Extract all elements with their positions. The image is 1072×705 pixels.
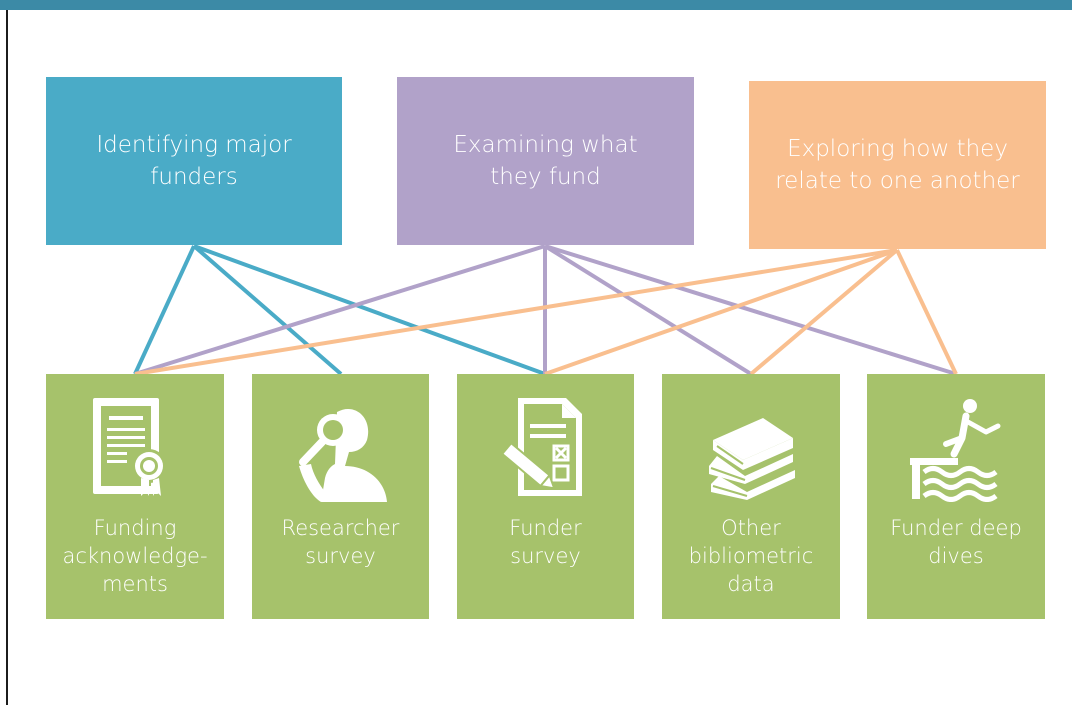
left-border [6,10,8,705]
objective-label: Identifying major funders [96,132,292,190]
connector-line-what-they-fund-to-other-bibliometric-data [543,244,753,376]
objective-identifying-major-funders: Identifying major funders [46,77,342,245]
objective-exploring-how-they-relate: Exploring how they relate to one another [749,81,1046,249]
source-label: Other bibliometric data [688,516,814,596]
source-researcher-survey: Researcher survey [252,374,429,619]
certificate-icon [93,398,166,496]
source-funding-acknowledgements: Funding acknowledge- ments [46,374,224,619]
diver-icon [910,399,1001,502]
objective-examining-what-they-fund: Examining what they fund [397,77,694,245]
connector-line-how-they-relate-to-funder-deep-dives [895,249,958,375]
connector-line-how-they-relate-to-funding-acknowledgements [134,248,898,376]
source-label: Researcher survey [281,516,400,568]
connector-line-what-they-fund-to-funder-deep-dives [544,244,957,376]
objective-label: Examining what they fund [453,132,638,190]
books-icon [709,418,795,500]
source-label: Funder deep dives [890,516,1022,568]
researcher-magnifier-icon [298,408,387,502]
source-other-bibliometric-data: Other bibliometric data [662,374,840,619]
source-funder-deep-dives: Funder deep dives [867,374,1045,619]
source-label: Funder survey [509,516,582,568]
connector-line-how-they-relate-to-other-bibliometric-data [749,248,899,376]
connector-line-how-they-relate-to-funder-survey [544,248,898,376]
connector-line-major-funders-to-funding-acknowledgements [133,245,196,375]
source-funder-survey: Funder survey [457,374,634,619]
survey-form-pencil-icon [500,398,582,496]
connector-line-what-they-fund-to-funding-acknowledgements [134,244,546,376]
connector-line-major-funders-to-funder-survey [193,244,546,376]
source-label: Funding acknowledge- ments [62,516,208,596]
connector-line-major-funders-to-researcher-survey [192,244,343,376]
objective-label: Exploring how they relate to one another [775,136,1020,194]
header-bar [0,0,1072,10]
